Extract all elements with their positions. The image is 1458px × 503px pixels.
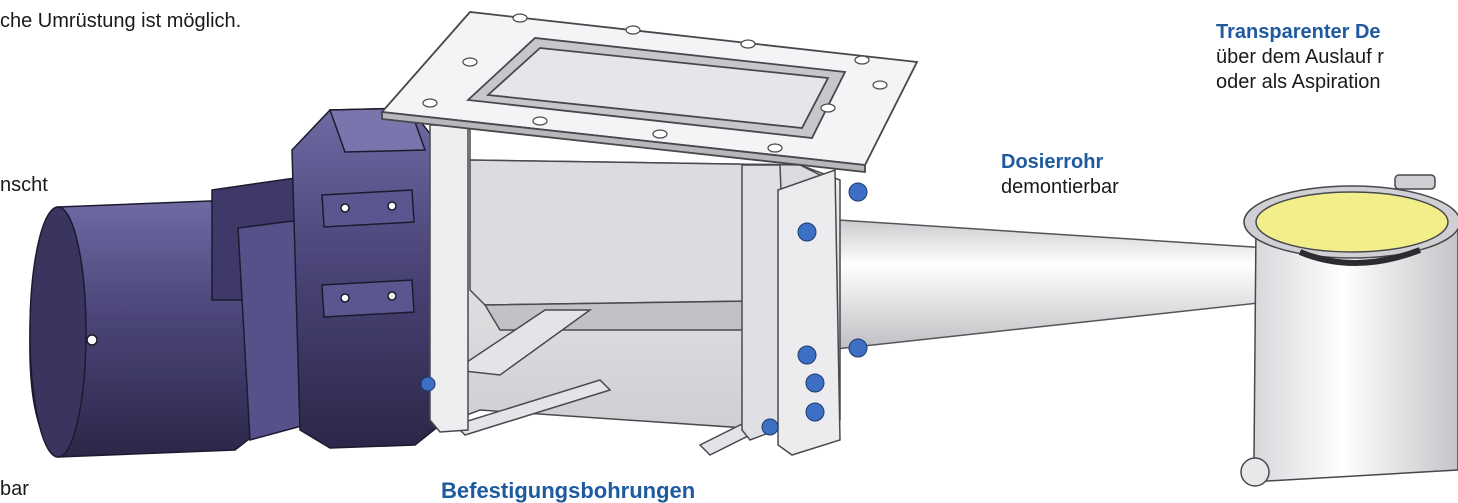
lid-line-1: über dem Auslauf r: [1216, 46, 1384, 68]
transparent-lid: [1255, 191, 1449, 253]
lid-title: Transparenter De: [1216, 21, 1381, 43]
lid-callout: Transparenter De über dem Auslauf r oder…: [1216, 20, 1384, 95]
dosing-tube-callout: Dosierrohr demontierbar: [1001, 150, 1119, 200]
gearbox: [291, 107, 441, 449]
inlet-flange: [380, 11, 919, 174]
side-plates: [429, 124, 841, 456]
dosing-tube-text: demontierbar: [1001, 176, 1119, 198]
hopper: [439, 124, 841, 431]
lid-line-2: oder als Aspiration: [1216, 71, 1381, 93]
drive-motor: [29, 177, 306, 458]
left-fragment-label: nscht: [0, 174, 48, 196]
bottom-left-fragment-label: bar: [0, 478, 29, 500]
bolts: [420, 182, 868, 436]
upgrade-note: che Umrüstung ist möglich.: [0, 10, 242, 32]
dosing-tube: [789, 217, 1269, 353]
outlet-pipe: [1240, 174, 1458, 487]
mounting-holes-label: Befestigungsbohrungen: [441, 478, 696, 503]
dosing-tube-title: Dosierrohr: [1001, 151, 1104, 173]
